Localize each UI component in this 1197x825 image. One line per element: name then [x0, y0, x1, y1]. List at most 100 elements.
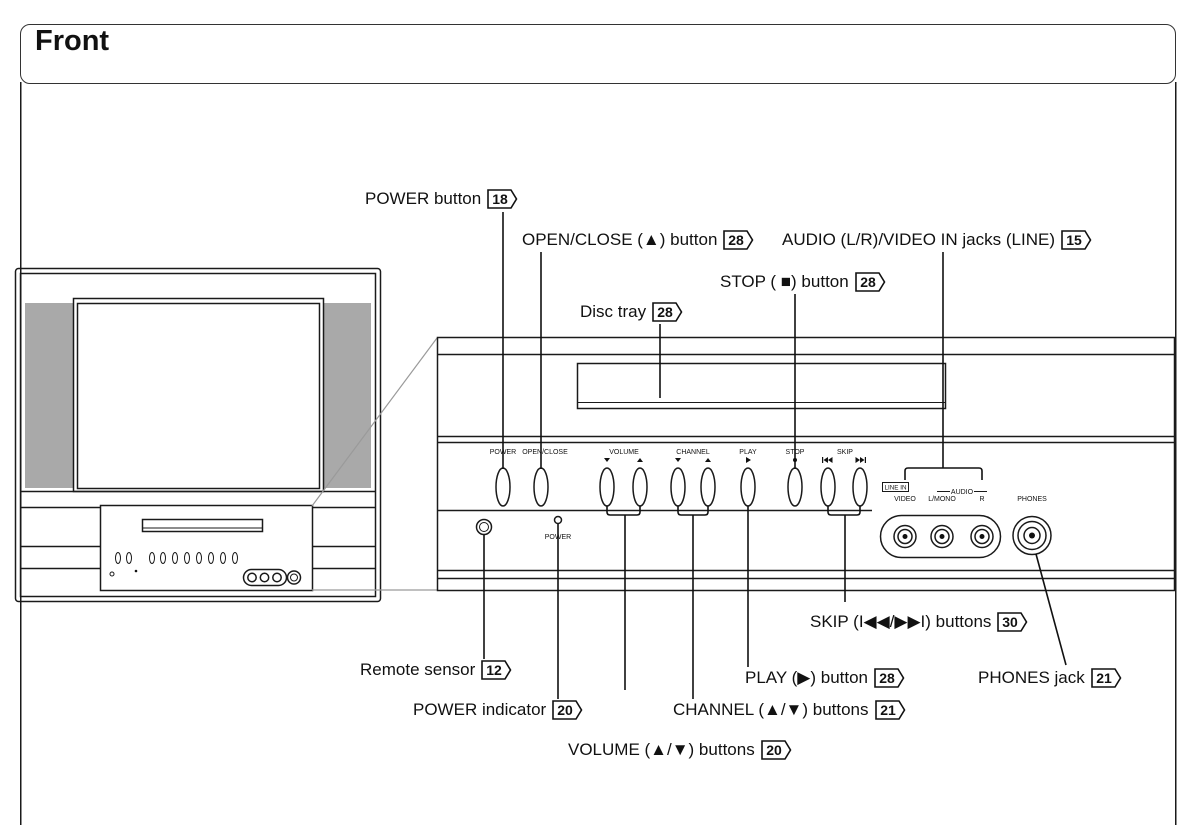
callout-label: Remote sensor	[360, 660, 476, 679]
zoom-line-top	[311, 337, 438, 507]
page-ref-number: 28	[729, 232, 745, 248]
play-button	[740, 467, 756, 507]
channel-up-button	[700, 467, 716, 507]
page-ref-badge: 15	[1061, 230, 1092, 250]
page-ref-number: 20	[766, 742, 782, 758]
tv-button	[184, 552, 190, 564]
tv-phones-jack	[286, 570, 302, 585]
page-ref-badge: 21	[874, 700, 905, 720]
panel-label-audio: AUDIO	[951, 489, 974, 496]
line-in-box	[882, 482, 909, 492]
remote-sensor-inner	[479, 522, 489, 532]
volume-down-button	[599, 467, 615, 507]
tv-screen	[76, 302, 321, 490]
tv-cabinet	[14, 267, 382, 603]
tv-button	[232, 552, 238, 564]
power-indicator	[553, 515, 563, 525]
page-ref-number: 21	[880, 702, 896, 718]
page-ref-number: 18	[492, 191, 508, 207]
page-ref-badge: 18	[487, 189, 518, 209]
tv-button	[126, 552, 132, 564]
skip-bracket	[827, 506, 861, 516]
volume-bracket	[606, 506, 641, 516]
page-ref-number: 21	[1096, 670, 1112, 686]
power-button	[495, 467, 511, 507]
tv-jack-strip	[242, 568, 288, 587]
page-ref-badge: 12	[481, 660, 512, 680]
panel-label-line-in: LINE IN	[884, 485, 906, 492]
callout-label: STOP ( ■) button	[720, 272, 849, 291]
callout-label: Disc tray	[580, 302, 647, 321]
audio-l-mono-jack	[930, 524, 954, 549]
tv-overview	[14, 267, 382, 603]
tv-jack	[272, 572, 282, 583]
play-button-callout: PLAY (▶) button 28	[745, 667, 905, 689]
audio-r-jack	[970, 524, 994, 549]
panel-label-skip: SKIP	[837, 449, 853, 456]
panel-outline	[436, 336, 1176, 592]
skip-buttons-callout: SKIP (I◀◀/▶▶I) buttons 30	[810, 611, 1028, 633]
stop-button-callout: STOP ( ■) button 28	[720, 271, 886, 293]
leader-phones-jack	[1035, 553, 1067, 666]
tv-button	[172, 552, 178, 564]
volume-up-button	[632, 467, 648, 507]
page-ref-number: 12	[486, 662, 502, 678]
channel-down-button	[670, 467, 686, 507]
skip-back-button	[820, 467, 836, 507]
open-close-button-callout: OPEN/CLOSE (▲) button 28	[522, 229, 754, 251]
panel-label-play: PLAY	[739, 449, 757, 456]
page-ref-badge: 30	[997, 612, 1028, 632]
panel-label-r: R	[979, 496, 984, 503]
line-in-jack-panel	[879, 514, 1002, 559]
video-in-jack	[893, 524, 917, 549]
tv-button-row	[115, 552, 238, 564]
page-ref-badge: 28	[652, 302, 683, 322]
remote-sensor	[475, 518, 493, 536]
callout-label: VOLUME (▲/▼) buttons	[568, 740, 755, 759]
callout-label: SKIP (I◀◀/▶▶I) buttons	[810, 612, 992, 631]
skip-forward-button	[852, 467, 868, 507]
tv-button	[160, 552, 166, 564]
section-header: Front	[20, 24, 1176, 84]
page-ref-badge: 20	[760, 740, 792, 760]
tv-jack	[259, 572, 270, 583]
page-ref-number: 30	[1003, 614, 1019, 630]
tv-cabinet-inner	[19, 272, 377, 598]
phones-jack	[1012, 515, 1052, 556]
panel-label-open-close: OPEN/CLOSE	[522, 449, 568, 456]
skip-forward-icon	[855, 457, 866, 463]
tv-button	[196, 552, 202, 564]
audio-video-in-jacks-callout: AUDIO (L/R)/VIDEO IN jacks (LINE) 15	[782, 229, 1092, 251]
volume-buttons-callout: VOLUME (▲/▼) buttons 20	[568, 739, 792, 761]
tv-button	[149, 552, 155, 564]
callout-label: CHANNEL (▲/▼) buttons	[673, 700, 869, 719]
disc-tray	[576, 362, 947, 410]
skip-back-icon	[822, 457, 833, 463]
channel-buttons-callout: CHANNEL (▲/▼) buttons 21	[673, 699, 906, 721]
disc-tray-callout: Disc tray 28	[580, 301, 683, 323]
tv-jack	[247, 572, 257, 583]
tv-phones-jack-inner	[290, 573, 298, 582]
phones-jack-callout: PHONES jack 21	[978, 667, 1122, 689]
tv-power-indicator	[134, 569, 138, 573]
callout-label: POWER indicator	[413, 700, 547, 719]
page-ref-badge: 28	[854, 272, 886, 292]
leader-lines	[483, 212, 1067, 699]
tv-speaker-right	[323, 303, 371, 488]
volume-down-icon	[604, 458, 610, 462]
front-panel-enlarged: POWER OPEN/CLOSE VOLUME CHANNEL PLAY STO…	[436, 336, 1176, 592]
stop-button	[787, 467, 803, 507]
panel-label-volume: VOLUME	[609, 449, 639, 456]
channel-down-icon	[675, 458, 681, 462]
page-ref-number: 28	[657, 304, 673, 320]
panel-label-phones: PHONES	[1017, 496, 1047, 503]
open-close-button	[533, 467, 549, 507]
page-ref-badge: 28	[723, 230, 754, 250]
panel-label-l-mono: L/MONO	[928, 496, 956, 503]
page-ref-badge: 28	[874, 668, 905, 688]
panel-label-video: VIDEO	[894, 496, 916, 503]
page-ref-number: 15	[1066, 232, 1082, 248]
tv-remote-sensor	[109, 571, 115, 577]
tv-button	[208, 552, 214, 564]
page-ref-number: 28	[860, 274, 876, 290]
